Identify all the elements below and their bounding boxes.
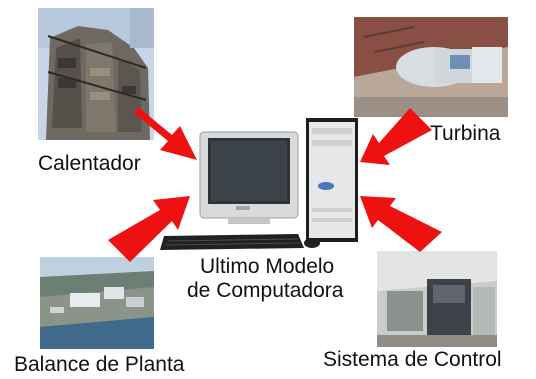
- balance-photo: [40, 257, 154, 349]
- arrow-calentador: [134, 107, 197, 160]
- arrow-balance: [108, 196, 190, 262]
- arrow-control: [360, 196, 442, 252]
- turbina-label: Turbina: [430, 122, 501, 145]
- desktop-computer-icon: [160, 118, 358, 250]
- calentador-label: Calentador: [38, 152, 141, 175]
- turbina-photo: [354, 17, 508, 117]
- balance-label: Balance de Planta: [14, 353, 185, 376]
- control-photo: [377, 251, 497, 347]
- arrow-turbina: [360, 108, 432, 165]
- control-label: Sistema de Control: [323, 348, 502, 371]
- computer-label-line1: Ultimo Modelo: [200, 255, 335, 278]
- computer-label-line2: de Computadora: [187, 279, 344, 302]
